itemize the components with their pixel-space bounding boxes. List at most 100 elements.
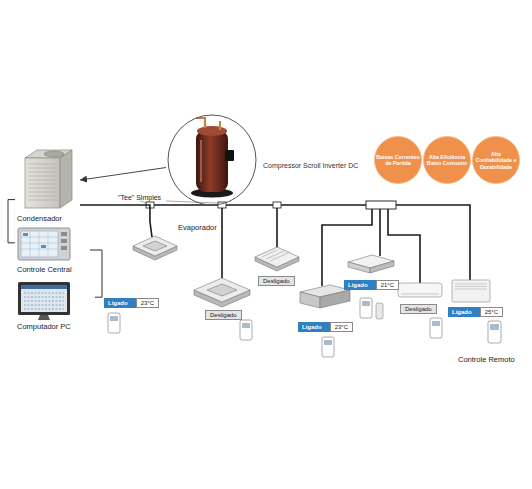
- callout-arrow: [80, 168, 166, 181]
- node-text: Condensador: [17, 214, 62, 223]
- callout-outline: [166, 113, 371, 207]
- unit-side: [370, 261, 394, 273]
- condenser-side: [60, 150, 72, 208]
- central-control-illustration: [18, 228, 70, 260]
- unit-grille: [143, 241, 167, 251]
- unit-vents: [262, 250, 290, 261]
- console-unit: [452, 280, 490, 302]
- remote-body: [360, 298, 372, 318]
- status-tag: Desligado: [205, 310, 242, 320]
- suspended-unit: [348, 255, 394, 273]
- compressor-callout: Compressor Scroll Inverter DC: [166, 113, 371, 207]
- feature-badge: Alta Eficiência Baixo Consumo: [423, 136, 471, 184]
- unit-louver: [401, 294, 439, 295]
- ceiling-unit: [255, 247, 299, 271]
- unit-face: [194, 278, 250, 302]
- unit-body: [398, 283, 442, 297]
- condenser-fan: [44, 151, 64, 157]
- remote-control: Controle Remoto: [458, 318, 528, 364]
- node-text: Desligado: [400, 304, 437, 314]
- handheld-remote: [376, 303, 383, 319]
- node-text: Alta Eficiência Baixo Consumo: [425, 154, 469, 167]
- remote-screen: [242, 323, 250, 328]
- panel-button: [61, 232, 67, 236]
- compressor-illustration: [168, 115, 256, 205]
- status-tag: Desligado: [258, 276, 295, 286]
- unit-front: [300, 292, 320, 308]
- remote-body: [488, 321, 501, 343]
- remote-controls: [108, 298, 501, 357]
- leader-line: [140, 201, 218, 203]
- cassette-unit: [133, 236, 177, 260]
- cassette-unit: [194, 278, 250, 307]
- equipment-box: Computador PC: [15, 279, 95, 331]
- screen-bar: [21, 285, 67, 289]
- remote-body: [430, 318, 442, 338]
- node-text: Ligado: [298, 322, 330, 332]
- compressor-body: [196, 130, 228, 192]
- node-text: Controle Remoto: [458, 355, 515, 364]
- callout-fill: [168, 115, 256, 205]
- feature-badge: Alta Confiabilidade e Durabilidade: [472, 136, 520, 184]
- body-highlight: [200, 140, 202, 182]
- branch-pipe: [322, 209, 372, 286]
- header-fitting: [366, 201, 396, 209]
- remote-body: [108, 313, 120, 333]
- control-wire: [8, 200, 15, 243]
- unit-face: [133, 236, 177, 256]
- panel-button: [61, 246, 67, 250]
- remote-screen: [110, 316, 118, 321]
- refrigerant-pipe: [80, 205, 150, 222]
- node-text: Compressor Scroll Inverter DC: [263, 162, 358, 169]
- branch-pipe: [150, 222, 152, 237]
- remote-screen: [324, 340, 332, 345]
- node-text: Desligado: [258, 276, 295, 286]
- node-text: 23°C: [136, 298, 159, 308]
- wall-split-unit: [398, 283, 442, 297]
- ducted-unit: [300, 285, 350, 308]
- panel-screen: [21, 231, 58, 257]
- status-tag: Desligado: [400, 304, 437, 314]
- node-text: Alta Confiabilidade e Durabilidade: [474, 151, 518, 170]
- condenser-illustration: [25, 150, 72, 208]
- node-text: Ligado: [104, 298, 136, 308]
- remote-screen: [362, 301, 370, 306]
- condenser-grille: [28, 164, 57, 200]
- unit-face: [255, 247, 299, 267]
- unit-grille: [207, 284, 237, 296]
- unit-front: [348, 262, 370, 273]
- feature-badge: Baixas Correntes de Partida: [374, 136, 422, 184]
- panel-cell: [23, 233, 28, 236]
- unit-side: [320, 290, 350, 308]
- equipment-box: Condensador: [15, 145, 80, 223]
- monitor-frame: [18, 282, 70, 315]
- monitor-stand: [38, 315, 50, 320]
- terminal-box: [225, 150, 234, 161]
- panel-cell: [41, 245, 46, 248]
- node-text: Desligado: [205, 310, 242, 320]
- status-tag: Ligado21°C: [344, 280, 399, 290]
- branch-pipe: [379, 209, 381, 256]
- status-tag: Ligado23°C: [298, 322, 353, 332]
- node-text: Controle Central: [17, 265, 72, 274]
- compressor-dome: [197, 126, 227, 136]
- node-text: Ligado: [448, 307, 480, 317]
- badge-circle: [473, 137, 520, 184]
- unit-grille: [455, 284, 487, 289]
- tee-fitting: [273, 202, 281, 208]
- computer-illustration: [18, 282, 70, 320]
- node-text: Ligado: [344, 280, 376, 290]
- node-text: Baixas Correntes de Partida: [376, 154, 420, 167]
- node-text: Evaporador: [178, 223, 217, 232]
- status-tag: Ligado25°C: [448, 307, 503, 317]
- control-wire: [90, 250, 102, 297]
- branch-pipe: [388, 209, 420, 283]
- main-pipe: [150, 205, 470, 280]
- equipment-box: Controle Central: [15, 226, 90, 274]
- pipe-label: "Tee" Simples: [118, 194, 161, 201]
- node-text: 23°C: [330, 322, 353, 332]
- condenser-front: [25, 158, 60, 208]
- callout-ellipse: [168, 115, 256, 205]
- tee-fitting: [146, 202, 154, 208]
